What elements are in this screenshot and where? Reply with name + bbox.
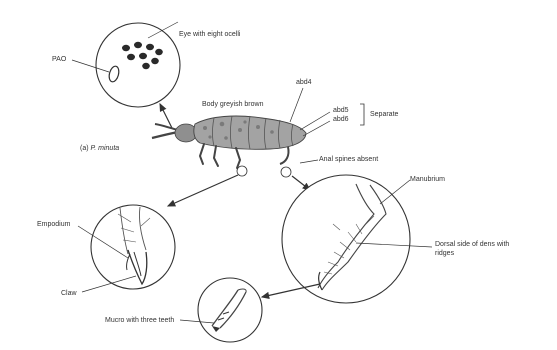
abd6-leader <box>303 121 330 136</box>
abd5-label: abd5 <box>333 107 349 114</box>
springtail-body <box>152 116 306 168</box>
separate-label: Separate <box>370 111 398 118</box>
pao-label: PAO <box>52 56 66 63</box>
eye-title-label: Eye with eight ocelli <box>179 31 240 38</box>
dens-label-line2: ridges <box>435 250 454 257</box>
abd4-label: abd4 <box>296 79 312 86</box>
abd4-leader <box>290 88 303 122</box>
claw-source-circle <box>237 166 247 176</box>
body-color-label: Body greyish brown <box>202 101 263 108</box>
dens-label-line1: Dorsal side of dens with <box>435 241 509 248</box>
mucro-label: Mucro with three teeth <box>105 317 174 324</box>
furca-source-circle <box>281 167 291 177</box>
anal-spines-label: Anal spines absent <box>319 156 378 163</box>
separate-bracket <box>360 104 364 125</box>
furca-detail-circle <box>282 175 410 303</box>
arrow-to-eye <box>160 104 172 128</box>
abd5-leader <box>300 112 330 130</box>
abd6-label: abd6 <box>333 116 349 123</box>
manubrium-label: Manubrium <box>410 176 445 183</box>
species-prefix: (a) <box>80 145 91 152</box>
species-name: P. minuta <box>91 145 120 152</box>
eye-detail-circle <box>96 23 180 107</box>
claw-detail-circle <box>91 205 175 289</box>
arrow-to-claw <box>168 175 238 206</box>
mucro-detail-circle <box>198 278 262 342</box>
anal-spines-leader <box>300 160 318 163</box>
claw-label: Claw <box>61 290 77 297</box>
empodium-label: Empodium <box>37 221 70 228</box>
species-label: (a) P. minuta <box>80 145 119 152</box>
